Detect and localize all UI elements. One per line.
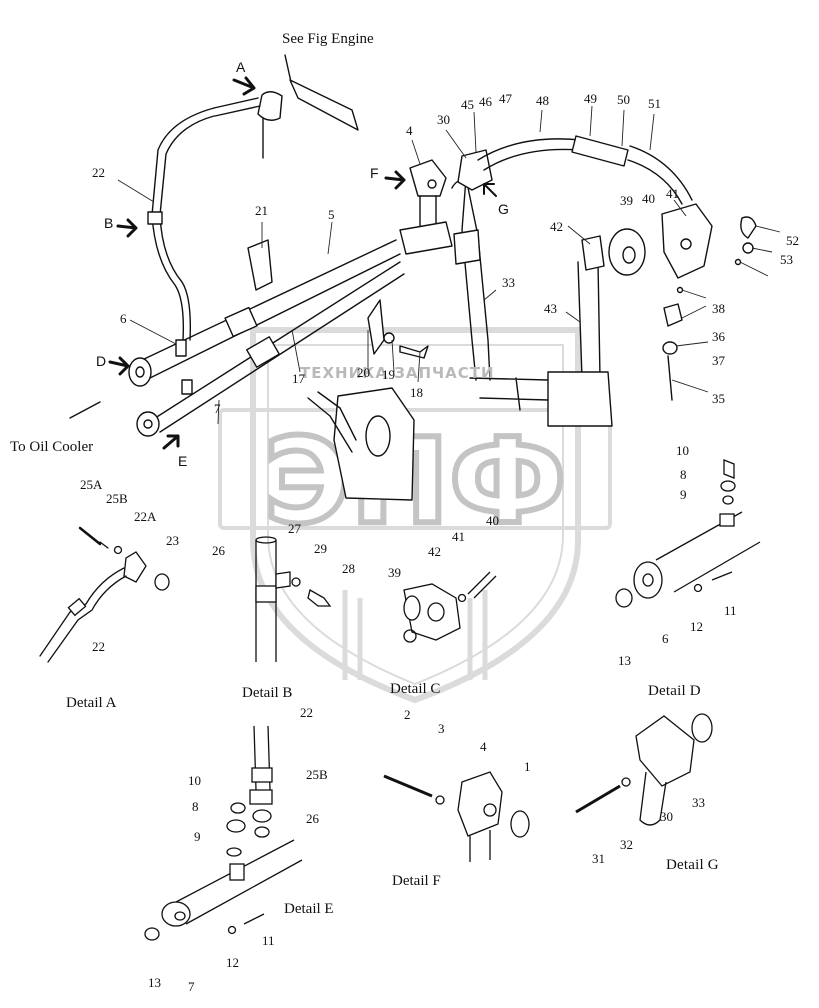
part-callout: 49 xyxy=(584,91,597,106)
detail-g-drawing xyxy=(575,713,713,826)
main-assembly xyxy=(69,54,757,501)
part-callout: 6 xyxy=(120,311,127,326)
detail-c-drawing xyxy=(403,571,497,643)
part-callout: 10 xyxy=(188,773,201,788)
part-callout: 12 xyxy=(690,619,703,634)
part-callout: 26 xyxy=(212,543,225,558)
part-callout: 31 xyxy=(592,851,605,866)
detail-g-caption: Detail G xyxy=(666,857,719,873)
detail-d-drawing xyxy=(615,459,761,608)
view-letter-f: F xyxy=(370,165,379,181)
part-callout: 11 xyxy=(262,933,275,948)
part-callout: 26 xyxy=(306,811,319,826)
detail-c-caption: Detail C xyxy=(390,681,441,697)
part-callout: 4 xyxy=(406,123,413,138)
view-letter-a: A xyxy=(236,59,246,75)
part-callout: 13 xyxy=(148,975,161,990)
part-callout: 2 xyxy=(404,707,411,722)
part-callout: 51 xyxy=(648,96,661,111)
part-callout: 3 xyxy=(438,721,445,736)
part-callout: 8 xyxy=(192,799,199,814)
to-oil-cooler-label: To Oil Cooler xyxy=(10,439,94,455)
part-callout: 42 xyxy=(428,544,441,559)
part-callout: 20 xyxy=(357,365,370,380)
part-callout: 22A xyxy=(134,509,157,524)
part-callout: 52 xyxy=(786,233,799,248)
part-callout: 22 xyxy=(92,165,105,180)
part-callout: 42 xyxy=(550,219,563,234)
detail-b-drawing xyxy=(255,536,332,662)
part-callout: 22 xyxy=(300,705,313,720)
see-fig-engine-label: See Fig Engine xyxy=(282,31,374,47)
part-callout: 17 xyxy=(292,371,305,386)
part-callout: 40 xyxy=(642,191,655,206)
part-callout: 33 xyxy=(502,275,515,290)
part-callout: 28 xyxy=(342,561,355,576)
part-callout: 4 xyxy=(480,739,487,754)
view-letter-d: D xyxy=(96,353,107,369)
watermark-text: ТЕХНИКА ЗАПЧАСТИ xyxy=(300,364,495,382)
part-callout: 43 xyxy=(544,301,557,316)
part-callout: 7 xyxy=(188,979,195,994)
part-callout: 6 xyxy=(662,631,669,646)
part-callout: 33 xyxy=(692,795,705,810)
part-callout: 30 xyxy=(660,809,673,824)
detail-f-drawing xyxy=(383,771,530,862)
detail-f-caption: Detail F xyxy=(392,873,441,889)
part-callout: 7 xyxy=(214,401,221,416)
part-callout: 35 xyxy=(712,391,725,406)
watermark-logo-text: ЭПФ xyxy=(264,412,566,550)
part-callout: 5 xyxy=(328,207,335,222)
part-callout: 11 xyxy=(724,603,737,618)
detail-a-caption: Detail A xyxy=(66,695,117,711)
part-callout: 12 xyxy=(226,955,239,970)
detail-e-drawing xyxy=(144,725,303,941)
part-callout: 41 xyxy=(452,529,465,544)
part-callout: 1 xyxy=(524,759,531,774)
view-letter-g: G xyxy=(498,201,509,217)
part-callout: 48 xyxy=(536,93,549,108)
part-callout: 29 xyxy=(314,541,327,556)
part-callout: 47 xyxy=(499,91,512,106)
part-callout: 32 xyxy=(620,837,633,852)
detail-e-caption: Detail E xyxy=(284,901,334,917)
detail-d-caption: Detail D xyxy=(648,683,701,699)
part-callout: 8 xyxy=(680,467,687,482)
view-letter-b: B xyxy=(104,215,114,231)
detail-a-drawing xyxy=(39,526,170,663)
view-letter-e: E xyxy=(178,453,188,469)
part-callout: 9 xyxy=(194,829,201,844)
part-callout: 30 xyxy=(437,112,450,127)
part-callout: 50 xyxy=(617,92,630,107)
part-callout: 22 xyxy=(92,639,105,654)
leader-lines xyxy=(117,105,781,425)
part-callout: 13 xyxy=(618,653,631,668)
part-callout: 41 xyxy=(666,186,679,201)
part-callout: 38 xyxy=(712,301,725,316)
part-callout: 18 xyxy=(410,385,423,400)
part-callout: 46 xyxy=(479,94,492,109)
part-callout: 37 xyxy=(712,353,725,368)
part-callout: 10 xyxy=(676,443,689,458)
part-callout: 40 xyxy=(486,513,499,528)
part-callout: 36 xyxy=(712,329,725,344)
part-callout: 27 xyxy=(288,521,301,536)
part-callout: 53 xyxy=(780,252,793,267)
detail-b-caption: Detail B xyxy=(242,685,293,701)
part-callout: 23 xyxy=(166,533,179,548)
part-callout: 21 xyxy=(255,203,268,218)
part-callout: 25B xyxy=(306,767,328,782)
part-callout: 9 xyxy=(680,487,687,502)
part-callout: 25A xyxy=(80,477,103,492)
part-callout: 39 xyxy=(620,193,633,208)
part-callout: 25B xyxy=(106,491,128,506)
part-callout: 19 xyxy=(382,367,395,382)
part-callout: 39 xyxy=(388,565,401,580)
part-callout: 45 xyxy=(461,97,474,112)
